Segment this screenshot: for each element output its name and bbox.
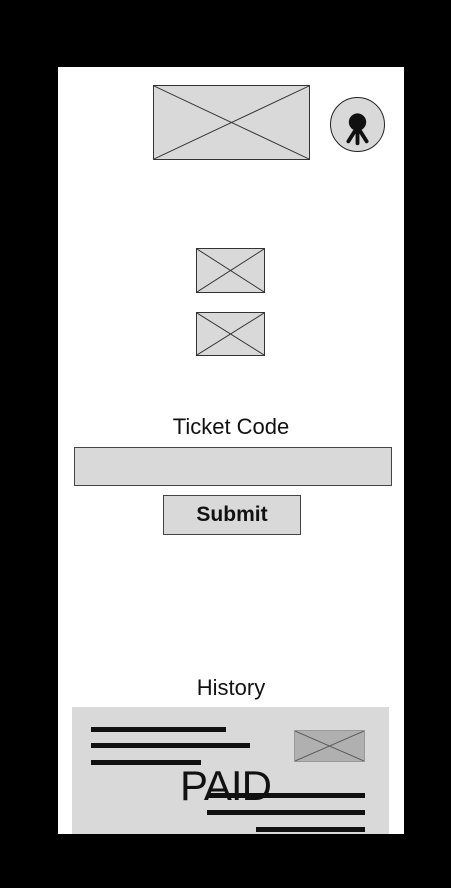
profile-avatar-icon[interactable] <box>330 97 385 152</box>
logo-image-placeholder-icon <box>153 85 310 160</box>
history-thumbnail-image-placeholder-icon <box>294 730 365 762</box>
payment-status: PAID <box>180 762 272 809</box>
history-heading: History <box>196 675 266 700</box>
text-line-placeholder <box>91 743 250 748</box>
ticket-code-label: Ticket Code <box>172 414 290 439</box>
history-item-card[interactable]: PAID <box>72 707 389 834</box>
app-screen: Ticket Code Submit History PAID <box>58 67 404 834</box>
ticket-code-input[interactable] <box>74 447 392 486</box>
image-placeholder-icon <box>196 248 265 293</box>
image-placeholder-icon <box>196 312 265 356</box>
text-line-placeholder <box>256 827 365 832</box>
text-line-placeholder <box>207 810 365 815</box>
text-line-placeholder <box>207 793 365 798</box>
text-line-placeholder <box>91 760 201 765</box>
text-line-placeholder <box>91 727 226 732</box>
submit-button[interactable]: Submit <box>163 495 301 535</box>
